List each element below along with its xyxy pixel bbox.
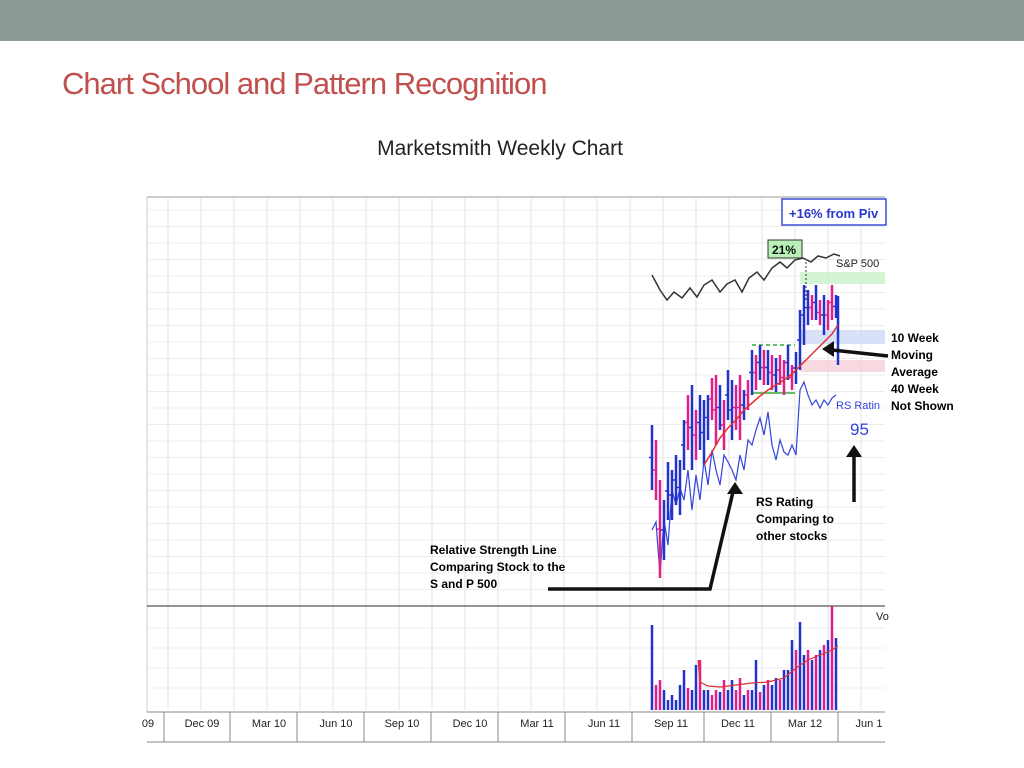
slide-title: Chart School and Pattern Recognition (62, 66, 547, 101)
x-tick-label: Jun 1 (856, 718, 883, 730)
chart-subtitle: Marketsmith Weekly Chart (377, 137, 623, 160)
moving-average-arrow (831, 348, 889, 358)
gain-badge-text: 21% (772, 243, 796, 257)
x-tick-label: Mar 11 (520, 718, 553, 730)
x-tick-label: Mar 12 (788, 718, 822, 730)
rs-rating-arrowhead (846, 445, 862, 457)
rs-rating-label: RS Ratin (836, 400, 880, 412)
buy-zone-green (800, 272, 885, 284)
sp500-line (651, 253, 841, 302)
buy-zone-pink (800, 360, 885, 372)
volume-label: Vo (876, 611, 889, 623)
rs-line (651, 380, 837, 576)
rs-rating-annotation: RS Rating Comparing to other stocks (756, 495, 834, 543)
x-tick-label: 09 (142, 718, 154, 730)
moving-average-line (703, 324, 839, 466)
volume-average-line (697, 645, 839, 688)
rs-rating-value: 95 (850, 420, 869, 439)
moving-average-annotation: 10 Week Moving Average 40 Week Not Shown (891, 331, 954, 413)
buy-zone-blue (800, 330, 885, 344)
x-tick-label: Dec 10 (453, 718, 488, 730)
x-tick-label: Dec 09 (185, 718, 220, 730)
sp500-label: S&P 500 (836, 258, 879, 270)
x-tick-label: Dec 11 (721, 718, 755, 730)
rs-line-annotation: Relative Strength Line Comparing Stock t… (430, 543, 566, 591)
x-tick-label: Sep 11 (654, 718, 688, 730)
pivot-badge-text: +16% from Piv (789, 206, 879, 221)
pivot-badge-box (781, 198, 887, 226)
rs-line-arrowhead (727, 482, 743, 494)
x-tick-label: Jun 10 (319, 718, 352, 730)
moving-average-arrowhead (822, 341, 834, 357)
gain-badge-box (767, 239, 803, 259)
x-tick-label: Jun 11 (588, 718, 620, 730)
x-tick-label: Mar 10 (252, 718, 286, 730)
rs-line-arrow (548, 491, 735, 591)
x-tick-label: Sep 10 (385, 718, 420, 730)
header-bar (0, 0, 1024, 41)
